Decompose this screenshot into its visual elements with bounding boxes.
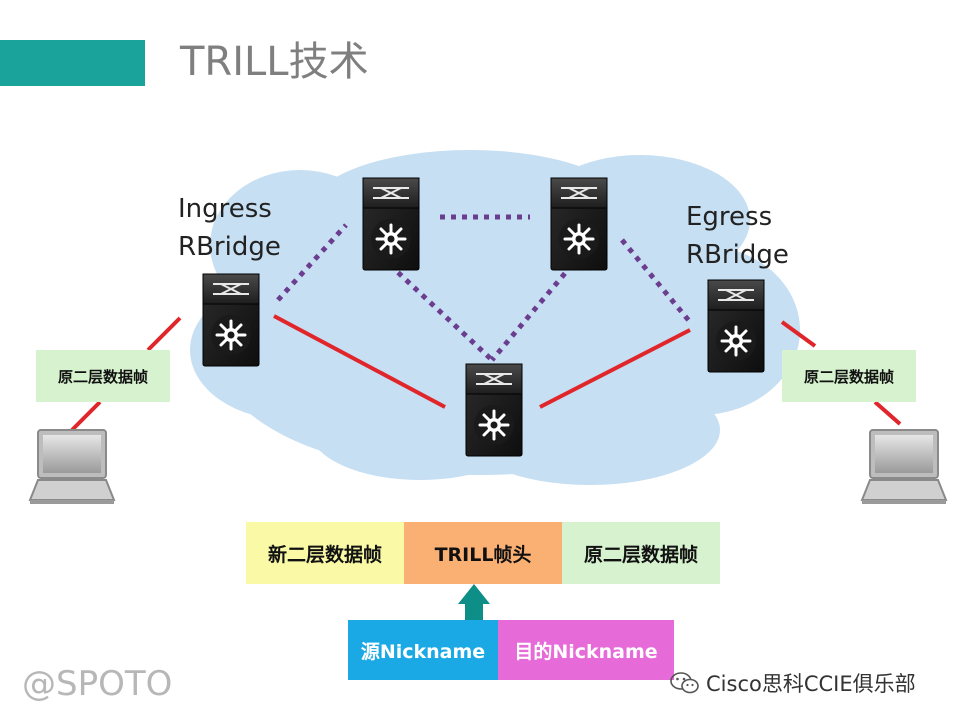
egress-rbridge-switch-icon xyxy=(706,278,766,374)
ingress-label-line2: RBridge xyxy=(178,232,281,262)
up-arrow-icon xyxy=(458,584,490,621)
left-frame-label: 原二层数据帧 xyxy=(36,350,170,402)
right-frame-label: 原二层数据帧 xyxy=(782,350,916,402)
core-switch-bottom-icon xyxy=(464,362,524,458)
wechat-icon xyxy=(670,672,699,694)
core-switch-top-right-icon xyxy=(549,176,609,272)
active-links xyxy=(70,314,902,432)
slide-title: TRILL技术 xyxy=(180,39,369,85)
right-host-laptop-icon xyxy=(861,429,947,505)
original-l2-frame-segment: 原二层数据帧 xyxy=(562,522,720,584)
egress-label-line1: Egress xyxy=(686,202,773,232)
credit-line: Cisco思科CCIE俱乐部 xyxy=(670,668,916,698)
source-nickname-field: 源Nickname xyxy=(348,620,498,680)
destination-nickname-field: 目的Nickname xyxy=(498,620,674,680)
ingress-rbridge-switch-icon xyxy=(201,272,261,368)
standby-links xyxy=(276,214,692,362)
ingress-label-line1: Ingress xyxy=(178,194,272,224)
credit-text: Cisco思科CCIE俱乐部 xyxy=(706,672,916,696)
left-host-laptop-icon xyxy=(29,429,115,505)
new-l2-frame-segment: 新二层数据帧 xyxy=(246,522,404,584)
spoto-watermark: @SPOTO xyxy=(22,664,173,704)
core-switch-top-left-icon xyxy=(361,176,421,272)
egress-label-line2: RBridge xyxy=(686,240,789,270)
trill-header-segment: TRILL帧头 xyxy=(404,522,562,584)
title-accent-bar xyxy=(0,40,145,86)
